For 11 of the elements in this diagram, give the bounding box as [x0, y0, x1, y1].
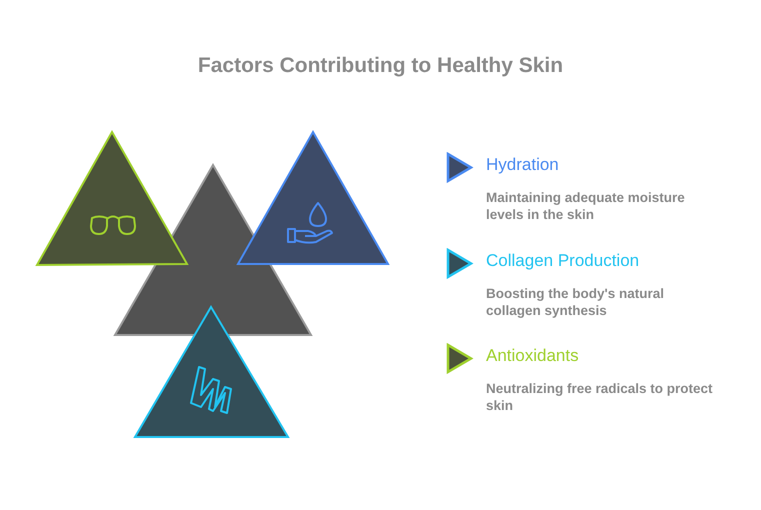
item-description: Boosting the body's natural collagen synthesis: [486, 285, 665, 319]
item-heading: Hydration: [486, 155, 559, 175]
triangle-shape: [35, 130, 189, 267]
triangle-shape: [113, 163, 313, 337]
triangle-shape: [133, 305, 290, 439]
item-heading: Collagen Production: [486, 251, 640, 271]
diagram-title: Factors Contributing to Healthy Skin: [196, 54, 564, 78]
item-description: Neutralizing free radicals to protect skin: [486, 380, 714, 414]
item-heading: Antioxidants: [486, 346, 579, 366]
triangle-shape: [236, 130, 390, 266]
item-description: Maintaining adequate moisture levels in the skin: [486, 189, 686, 223]
